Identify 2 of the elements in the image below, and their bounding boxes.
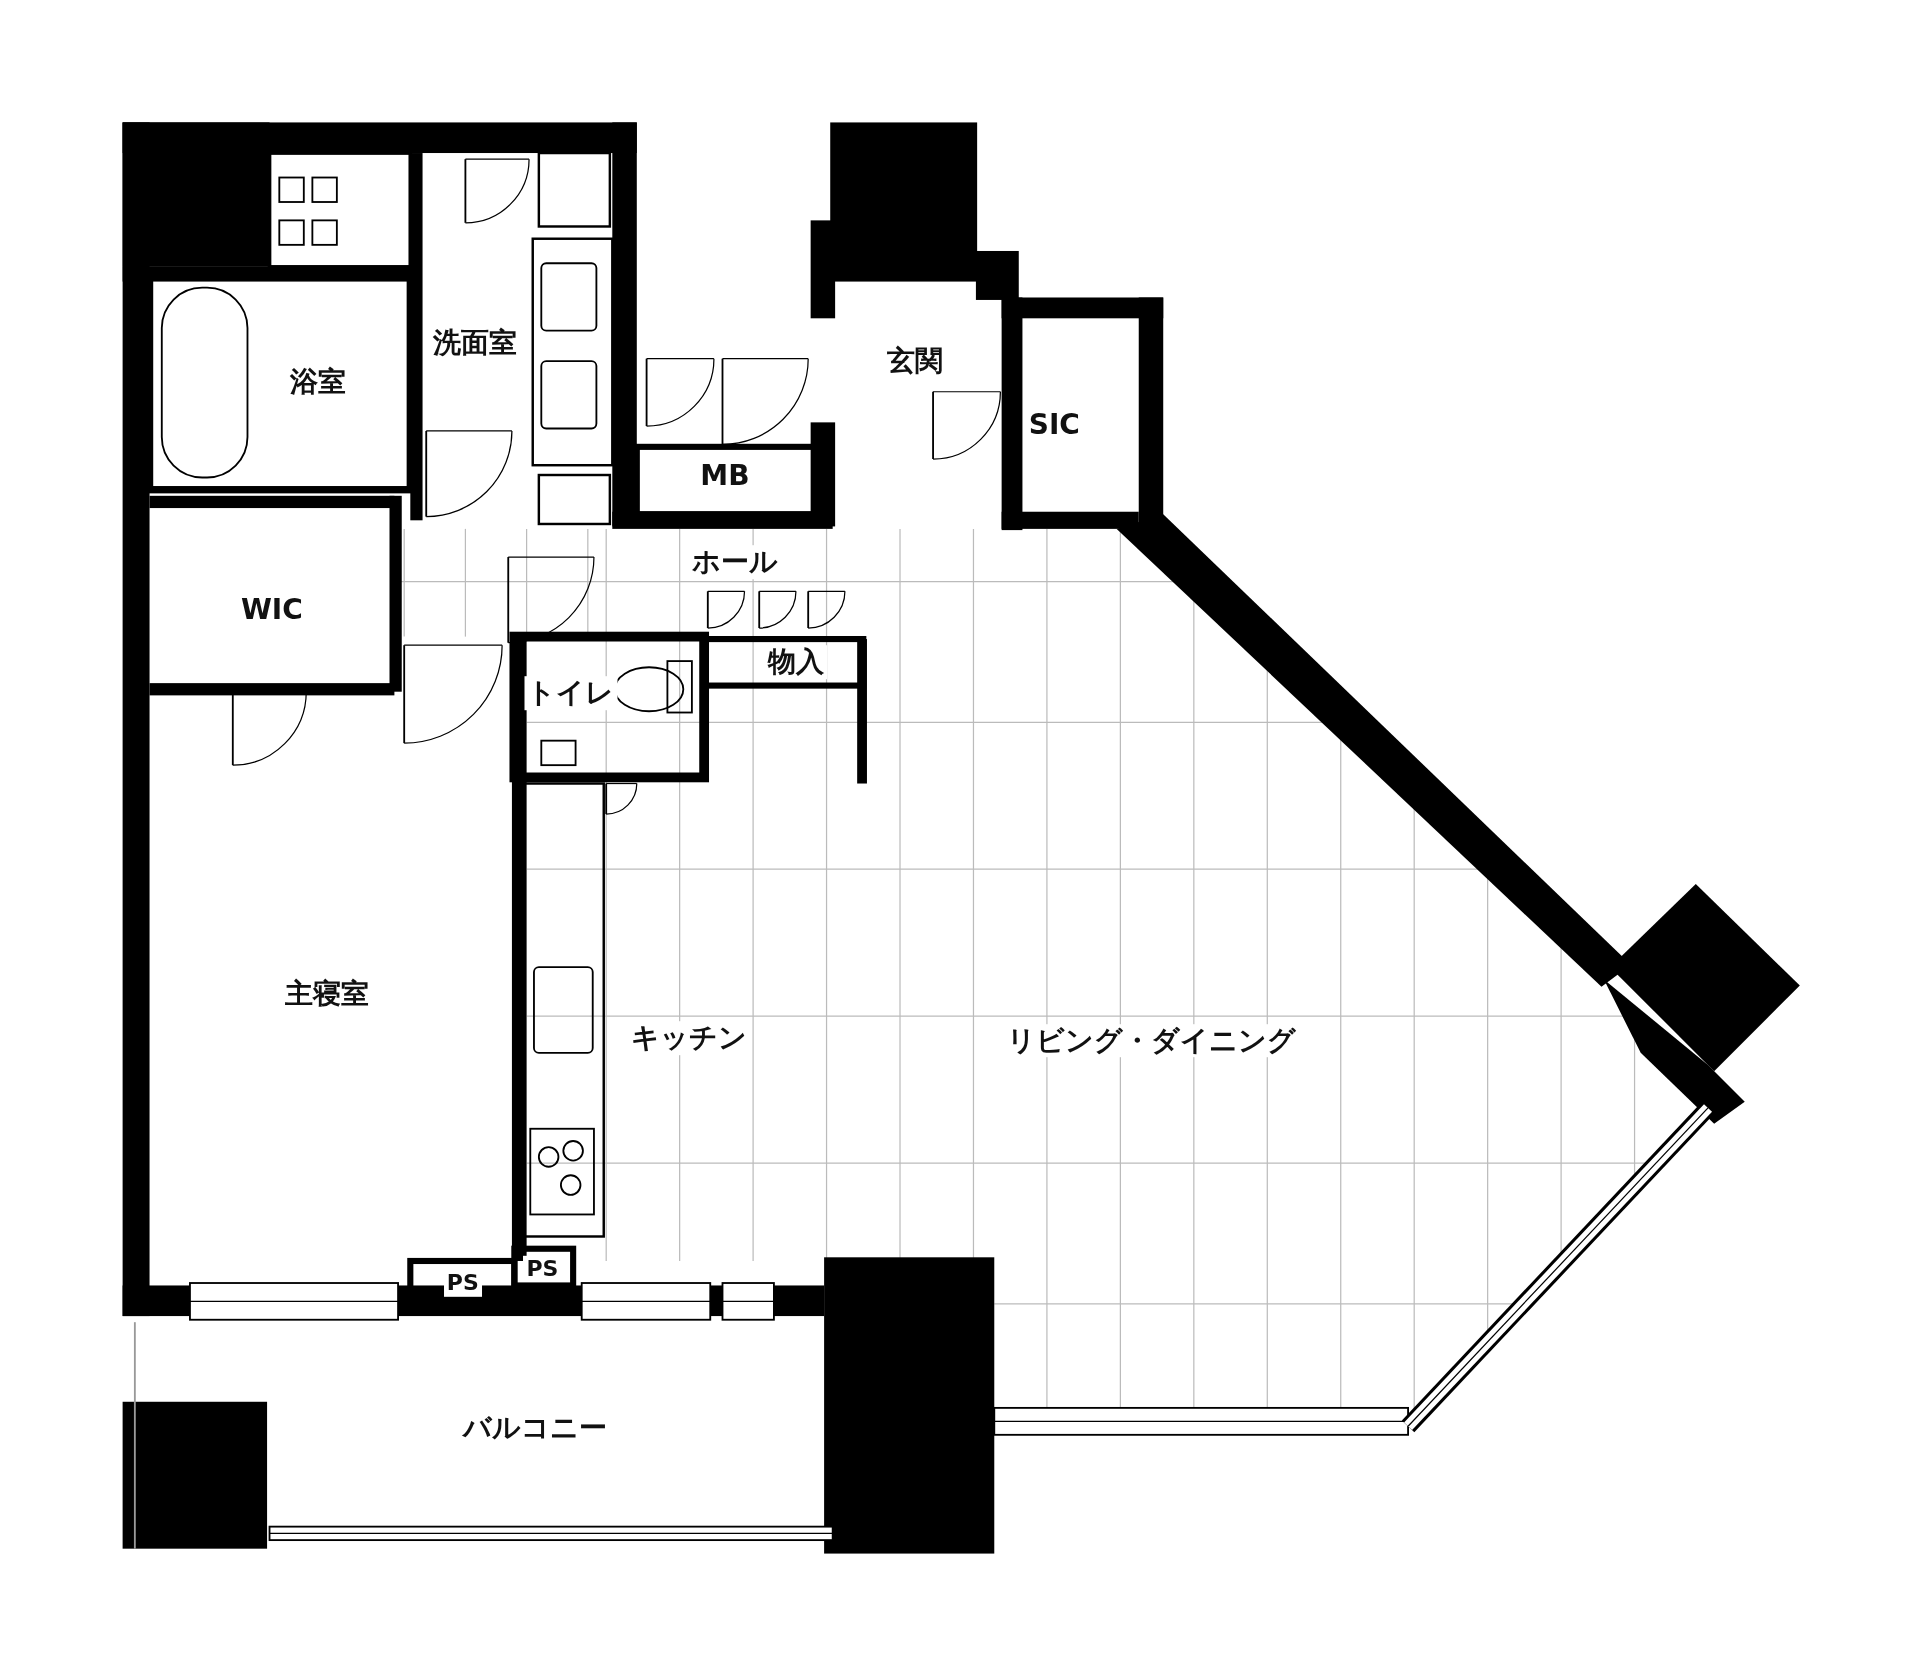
room-label: 物入: [764, 645, 827, 680]
room-label: トイレ: [524, 676, 618, 710]
